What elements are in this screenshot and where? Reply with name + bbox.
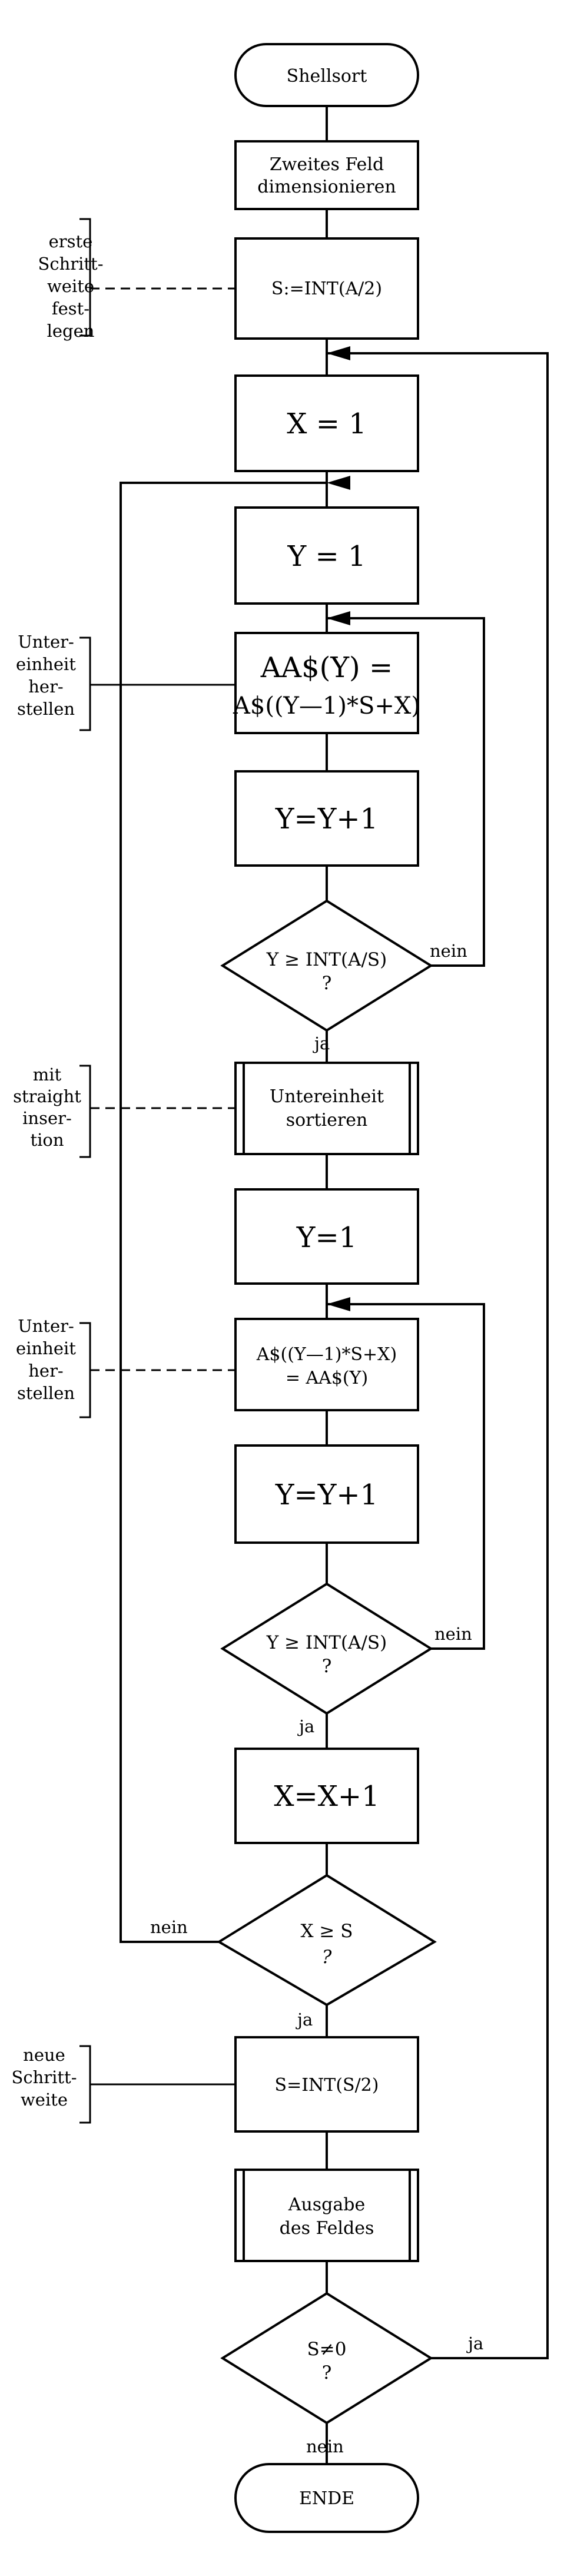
svg-text:?: ? [322, 1656, 332, 1677]
svg-text:S=INT(S/2): S=INT(S/2) [275, 2075, 379, 2096]
svg-text:?: ? [322, 1947, 332, 1968]
branch-label-ja-3: ja [296, 2010, 313, 2030]
branch-labels: nein ja nein ja nein ja ja nein [150, 941, 483, 2456]
branch-label-ja-4: ja [466, 2333, 483, 2353]
output-field-box: Ausgabe des Feldes [234, 2169, 419, 2262]
y-init-box-1: Y = 1 [234, 506, 419, 605]
branch-label-ja-1: ja [313, 1033, 330, 1053]
svg-text:Y ≥ INT(A/S): Y ≥ INT(A/S) [266, 1632, 387, 1653]
decision-y-limit-1: Y ≥ INT(A/S) ? [220, 899, 433, 1032]
svg-text:Shellsort: Shellsort [287, 66, 367, 87]
annotation-straight-insertion: mit straight inser- tion [13, 1065, 81, 1150]
svg-text:stellen: stellen [17, 699, 75, 719]
svg-text:X = 1: X = 1 [287, 407, 366, 440]
svg-text:weite: weite [47, 276, 94, 296]
y-increment-box-2: Y=Y+1 [234, 1444, 419, 1544]
annotation-subunit-build-1: Unter- einheit her- stellen [16, 632, 76, 719]
svg-text:Unter-: Unter- [18, 1316, 74, 1336]
branch-label-nein-4: nein [306, 2436, 344, 2456]
svg-text:Zweites Feld: Zweites Feld [270, 154, 384, 175]
end-terminal: ENDE [234, 2463, 419, 2533]
svg-text:sortieren: sortieren [286, 1110, 368, 1130]
branch-label-nein-2: nein [434, 1624, 472, 1644]
annotation-first-step: erste Schritt- weite fest- legen [38, 231, 103, 341]
svg-text:mit: mit [33, 1065, 62, 1085]
svg-text:S:=INT(A/2): S:=INT(A/2) [271, 279, 382, 299]
svg-text:Y = 1: Y = 1 [287, 540, 366, 573]
branch-label-nein-3: nein [150, 1917, 188, 1937]
svg-text:neue: neue [23, 2045, 65, 2065]
y-init-box-2: Y=1 [234, 1188, 419, 1285]
decision-step-nonzero: S≠0 ? [220, 2292, 433, 2425]
svg-text:legen: legen [47, 321, 95, 341]
sort-subunit-box: Untereinheit sortieren [234, 1062, 419, 1155]
arrowheads [327, 346, 350, 1311]
annotation-new-step: neue Schritt- weite [11, 2045, 77, 2110]
decision-x-limit: X ≥ S ? [217, 1874, 437, 2007]
svg-text:S≠0: S≠0 [307, 2339, 347, 2360]
branch-label-ja-2: ja [297, 1716, 314, 1736]
svg-text:Ausgabe: Ausgabe [288, 2194, 365, 2215]
x-init-box: X = 1 [234, 374, 419, 472]
svg-text:Y=Y+1: Y=Y+1 [275, 803, 378, 836]
annotation-subunit-build-2: Unter- einheit her- stellen [16, 1316, 76, 1403]
dimension-field-box: Zweites Feld dimensionieren [234, 140, 419, 210]
svg-text:Y ≥ INT(A/S): Y ≥ INT(A/S) [266, 949, 387, 970]
y-increment-box-1: Y=Y+1 [234, 770, 419, 867]
svg-text:tion: tion [30, 1130, 64, 1150]
arrowhead-x-loop [327, 476, 350, 490]
svg-text:des Feldes: des Feldes [280, 2218, 374, 2239]
svg-text:A$((Y—1)*S+X): A$((Y—1)*S+X) [256, 1344, 397, 1365]
new-step-box: S=INT(S/2) [234, 2036, 419, 2133]
svg-text:Y=1: Y=1 [296, 1221, 357, 1254]
svg-text:her-: her- [28, 677, 64, 697]
svg-text:straight: straight [13, 1086, 81, 1106]
init-step-box: S:=INT(A/2) [234, 237, 419, 340]
svg-text:= AA$(Y): = AA$(Y) [286, 1368, 368, 1388]
start-terminal: Shellsort [234, 43, 419, 107]
svg-text:ENDE: ENDE [299, 2488, 354, 2509]
svg-text:dimensionieren: dimensionieren [257, 177, 396, 197]
svg-text:inser-: inser- [22, 1108, 72, 1128]
svg-text:Y=Y+1: Y=Y+1 [275, 1478, 378, 1511]
svg-text:?: ? [322, 2362, 332, 2383]
connectors [120, 106, 549, 2464]
svg-text:einheit: einheit [16, 1338, 76, 1358]
svg-text:Schritt-: Schritt- [11, 2067, 77, 2087]
svg-text:her-: her- [28, 1361, 64, 1381]
side-annotations: erste Schritt- weite fest- legen Unter- … [11, 218, 235, 2124]
svg-text:einheit: einheit [16, 654, 76, 674]
svg-text:Untereinheit: Untereinheit [270, 1086, 384, 1107]
arrowhead-loop-restart [327, 346, 350, 360]
arrowhead-y-loop-1 [327, 611, 350, 625]
branch-label-nein-1: nein [430, 941, 467, 961]
svg-text:weite: weite [21, 2090, 68, 2110]
svg-text:AA$(Y) =: AA$(Y) = [260, 651, 393, 684]
svg-text:?: ? [322, 973, 332, 994]
svg-text:fest-: fest- [52, 299, 89, 319]
x-increment-box: X=X+1 [234, 1748, 419, 1844]
svg-text:A$((Y—1)*S+X): A$((Y—1)*S+X) [233, 692, 420, 720]
svg-text:Unter-: Unter- [18, 632, 74, 652]
svg-text:stellen: stellen [17, 1383, 75, 1403]
svg-text:X ≥ S: X ≥ S [301, 1921, 353, 1942]
svg-text:X=X+1: X=X+1 [274, 1780, 379, 1813]
decision-y-limit-2: Y ≥ INT(A/S) ? [220, 1582, 433, 1715]
svg-text:erste: erste [49, 231, 93, 251]
svg-text:Schritt-: Schritt- [38, 254, 103, 274]
assign-subunit-box-1: AA$(Y) = A$((Y—1)*S+X) [233, 632, 420, 734]
assign-back-box: A$((Y—1)*S+X) = AA$(Y) [234, 1318, 419, 1411]
arrowhead-y-loop-2 [327, 1297, 350, 1311]
